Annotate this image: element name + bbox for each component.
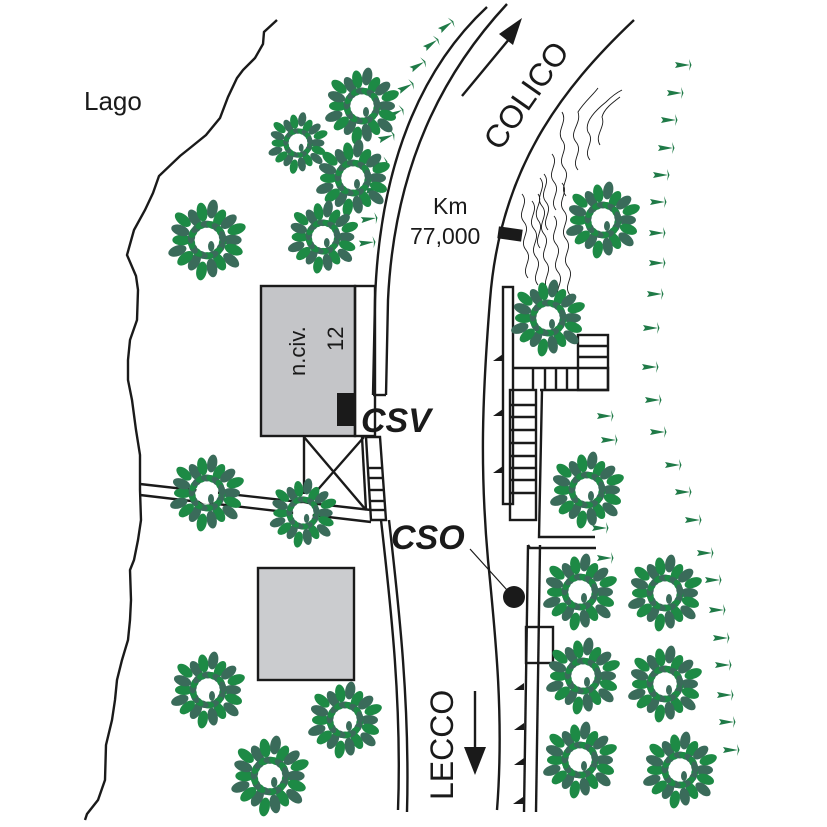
grass-icon — [601, 434, 618, 446]
grass-icon — [642, 361, 659, 373]
tree-icon — [628, 645, 702, 723]
grass-icon — [719, 716, 736, 728]
tree-icon — [543, 553, 617, 631]
tree-icon — [566, 181, 640, 259]
grass-icon — [645, 394, 662, 406]
sidewalk-line-1 — [522, 544, 530, 813]
tree-icon — [511, 279, 585, 357]
grass-icon — [358, 236, 376, 249]
staircase — [508, 333, 610, 550]
grass-icon — [597, 552, 614, 564]
grass-icon — [723, 744, 740, 756]
grass-icon — [422, 35, 440, 52]
grass-icon — [653, 169, 670, 181]
cso-label: CSO — [391, 519, 465, 557]
svg-text:LECCO: LECCO — [424, 690, 460, 800]
tree-icon — [543, 721, 617, 799]
grass-icon — [592, 522, 609, 534]
grass-icon — [437, 17, 455, 34]
lake-shoreline — [83, 19, 278, 821]
grass-icon — [643, 322, 660, 334]
grass-icon — [665, 459, 682, 471]
grass-tufts — [358, 17, 740, 756]
east-wall-strip — [501, 285, 515, 506]
grass-icon — [658, 142, 675, 154]
grass-icon — [597, 410, 614, 422]
grass-icon — [360, 212, 378, 225]
building-label-line1: n.civ. — [285, 326, 310, 376]
grass-icon — [685, 514, 702, 526]
grass-icon — [667, 87, 684, 99]
grass-icon — [717, 689, 734, 701]
grass-icon — [675, 486, 692, 498]
grass-icon — [675, 59, 692, 71]
tree-icon — [316, 139, 390, 217]
grass-icon — [713, 632, 730, 644]
grass-icon — [650, 196, 667, 208]
highway-edge-east — [481, 19, 635, 811]
lakeside-road-outer — [371, 6, 488, 396]
small-staircase — [364, 435, 388, 522]
tree-icon — [643, 731, 717, 809]
tree-icon — [170, 454, 244, 532]
grass-icon — [661, 114, 678, 126]
tree-icon — [628, 554, 702, 632]
cso-leader-line — [469, 548, 508, 591]
tree-icon — [288, 200, 358, 274]
grass-icon — [647, 288, 664, 300]
tree-icon — [231, 735, 309, 817]
tree-icon — [546, 637, 620, 715]
building-annex — [353, 284, 377, 438]
arrow-north-icon — [461, 18, 522, 97]
csv-marker — [337, 393, 354, 426]
cso-marker — [503, 586, 525, 608]
building-label-line2: 12 — [323, 327, 348, 351]
sidewalk-line-2 — [534, 544, 542, 813]
lakeside-road-lower-inner — [387, 519, 409, 813]
km-marker — [497, 226, 523, 242]
csv-label: CSV — [361, 402, 434, 440]
grass-icon — [409, 57, 427, 73]
grass-icon — [709, 604, 726, 616]
crossed-area — [302, 436, 368, 511]
sidewalk-box — [524, 625, 555, 665]
grass-icon — [649, 227, 666, 239]
grass-icon — [649, 257, 666, 269]
trees — [168, 67, 717, 817]
grass-icon — [705, 574, 722, 586]
grass-icon — [715, 659, 732, 671]
direction-lecco: LECCO — [424, 690, 460, 800]
grass-icon — [377, 129, 395, 143]
tree-icon — [269, 478, 337, 548]
tree-icon — [325, 67, 399, 145]
tree-icon — [168, 199, 246, 281]
building-south — [256, 566, 356, 682]
lakeside-road-inner — [384, 3, 508, 396]
wall-markers — [513, 683, 524, 804]
wall-markers-upper — [493, 354, 503, 473]
tree-icon — [171, 651, 245, 729]
km-label-line1: Km — [433, 193, 468, 219]
tree-icon — [268, 112, 328, 174]
grass-icon — [697, 547, 714, 559]
lakeside-road-lower-outer — [379, 519, 400, 811]
lake-label: Lago — [84, 86, 142, 116]
escarpment-hatching — [520, 87, 623, 301]
grass-icon — [650, 426, 667, 438]
tree-icon — [550, 451, 624, 529]
grass-icon — [397, 79, 414, 94]
arrow-south-icon — [464, 691, 486, 775]
tree-icon — [308, 681, 382, 759]
km-label-line2: 77,000 — [410, 223, 480, 249]
